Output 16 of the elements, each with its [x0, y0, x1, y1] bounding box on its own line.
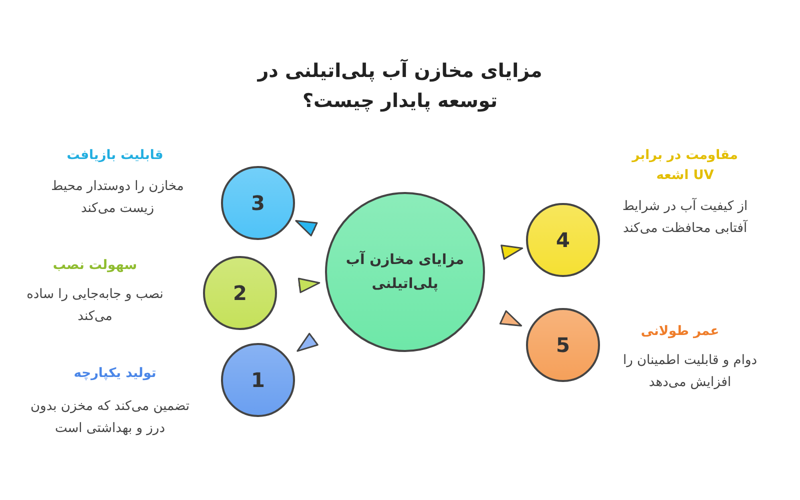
item-description: تضمین می‌کند که مخزن بدون درز و بهداشتی است — [30, 398, 190, 438]
arrow-triangle — [295, 220, 318, 236]
title: مزایای مخازن آب پلی‌اتیلنی در توسعه پایدار چیست؟ — [256, 58, 544, 114]
arrow-triangle — [298, 278, 320, 294]
item-heading: سهولت نصب — [52, 257, 138, 275]
item-description: دوام و قابلیت اطمینان را افزایش می‌دهد — [622, 352, 758, 392]
item-description: نصب و جابه‌جایی را ساده می‌کند — [26, 286, 164, 326]
arrow-triangle — [296, 332, 318, 352]
item-heading: تولید یکپارچه — [72, 365, 158, 383]
arrow-triangle — [500, 244, 524, 260]
item-description: از کیفیت آب در شرایط آفتابی محافظت می‌کند — [621, 197, 749, 238]
item-heading: عمر طولانی — [640, 323, 720, 341]
item-heading: قابلیت بازیافت — [66, 147, 164, 165]
arrow-triangle — [499, 310, 522, 326]
item-heading: مقاومت در برابر UV اشعه — [630, 147, 739, 185]
item-description: مخازن را دوستدار محیط زیست می‌کند — [50, 178, 185, 218]
